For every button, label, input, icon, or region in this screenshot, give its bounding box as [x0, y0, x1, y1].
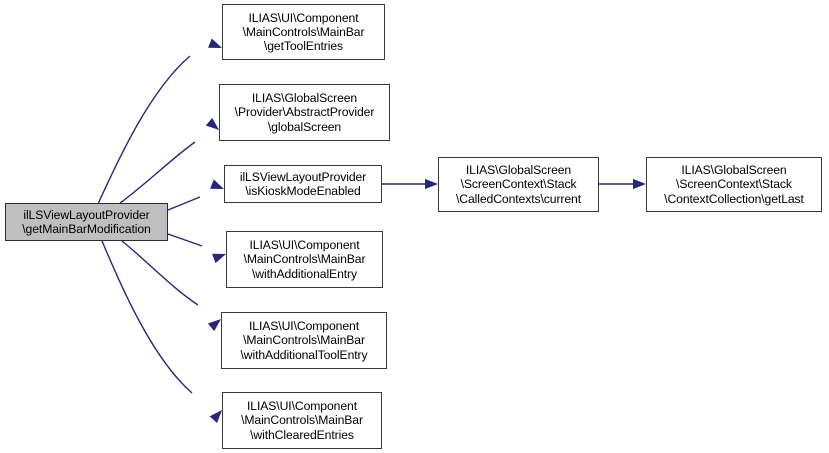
graph-edge-root-to-with-additional-tool-entry: [121, 240, 221, 332]
graph-node-label-root: ilLSViewLayoutProvider \getMainBarModifi…: [22, 207, 151, 236]
graph-node-with-additional-entry[interactable]: ILIAS\UI\Component \MainControls\MainBar…: [226, 231, 383, 288]
graph-edge-root-to-global-screen: [119, 117, 219, 204]
graph-node-root[interactable]: ilLSViewLayoutProvider \getMainBarModifi…: [5, 203, 168, 241]
graph-node-label-get-tool-entries: ILIAS\UI\Component \MainControls\MainBar…: [242, 10, 365, 54]
arrowhead-icon: [425, 179, 438, 189]
graph-node-label-is-kiosk-mode-enabled: ilLSViewLayoutProvider \isKioskModeEnabl…: [239, 169, 367, 198]
graph-edge-root-to-get-tool-entries: [97, 38, 222, 205]
graph-node-context-collection-getlast[interactable]: ILIAS\GlobalScreen \ScreenContext\Stack …: [646, 157, 822, 212]
graph-node-called-contexts-current[interactable]: ILIAS\GlobalScreen \ScreenContext\Stack …: [438, 157, 599, 212]
graph-edge-root-to-is-kiosk-mode-enabled: [167, 179, 224, 211]
graph-node-is-kiosk-mode-enabled[interactable]: ilLSViewLayoutProvider \isKioskModeEnabl…: [224, 165, 382, 203]
graph-edge-root-to-with-cleared-entries: [101, 240, 222, 424]
graph-node-label-with-additional-tool-entry: ILIAS\UI\Component \MainControls\MainBar…: [240, 319, 368, 362]
graph-edge-called-contexts-current-to-context-collection-getlast: [599, 179, 646, 189]
graph-edge-root-to-with-additional-entry: [167, 233, 226, 264]
arrowhead-icon: [633, 179, 646, 189]
graph-node-label-with-additional-entry: ILIAS\UI\Component \MainControls\MainBar…: [243, 238, 366, 281]
graph-node-label-global-screen: ILIAS\GlobalScreen \Provider\AbstractPro…: [234, 91, 375, 134]
graph-node-with-additional-tool-entry[interactable]: ILIAS\UI\Component \MainControls\MainBar…: [221, 312, 387, 369]
graph-node-label-with-cleared-entries: ILIAS\UI\Component \MainControls\MainBar…: [241, 399, 363, 442]
graph-edge-is-kiosk-mode-enabled-to-called-contexts-current: [382, 179, 438, 189]
graph-node-global-screen[interactable]: ILIAS\GlobalScreen \Provider\AbstractPro…: [219, 84, 390, 141]
graph-node-with-cleared-entries[interactable]: ILIAS\UI\Component \MainControls\MainBar…: [222, 392, 382, 449]
graph-node-get-tool-entries[interactable]: ILIAS\UI\Component \MainControls\MainBar…: [222, 4, 385, 60]
graph-node-label-called-contexts-current: ILIAS\GlobalScreen \ScreenContext\Stack …: [455, 163, 582, 206]
graph-node-label-context-collection-getlast: ILIAS\GlobalScreen \ScreenContext\Stack …: [664, 163, 804, 206]
